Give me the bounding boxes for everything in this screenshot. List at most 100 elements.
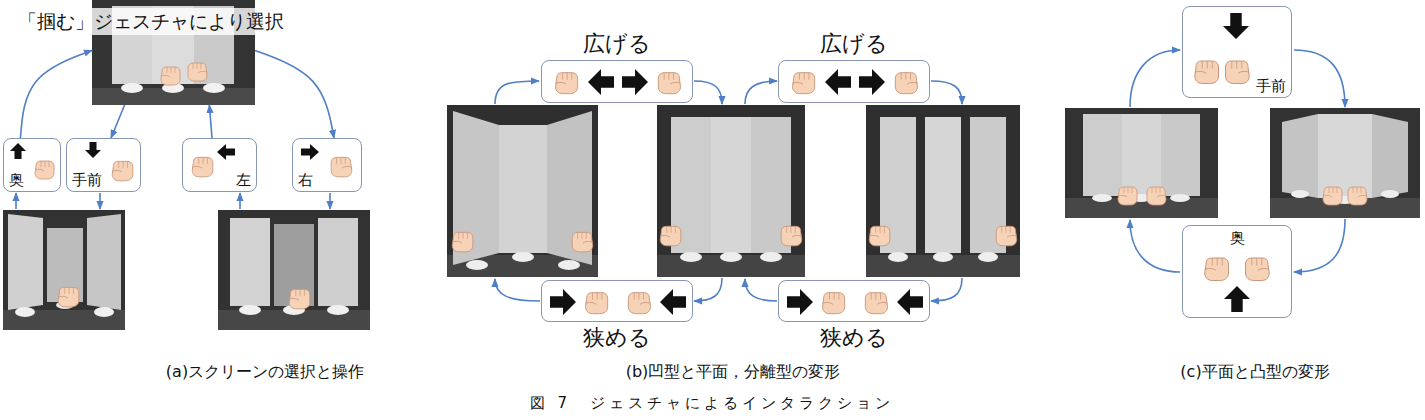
screen-photo bbox=[512, 252, 534, 262]
flow-arrow bbox=[745, 81, 777, 104]
gesture-icon bbox=[542, 61, 692, 102]
screen-photo bbox=[1065, 108, 1218, 218]
flow-arrow bbox=[745, 279, 777, 301]
gesture-box: 手前 bbox=[1182, 6, 1292, 98]
photo-label: 「掴む」ジェスチャにより選択 bbox=[12, 8, 290, 35]
fist-icon bbox=[658, 73, 680, 94]
screen-photo bbox=[499, 125, 547, 253]
screen-photo bbox=[869, 226, 890, 246]
screen-photo bbox=[1118, 187, 1137, 205]
screen-photo bbox=[1083, 114, 1122, 196]
flow-arrow bbox=[239, 193, 241, 209]
subfigure-caption: (a)スクリーンの選択と操作 bbox=[166, 362, 364, 381]
fist-icon bbox=[112, 161, 133, 181]
screen-photo bbox=[3, 210, 125, 330]
screen-photo bbox=[680, 252, 702, 262]
screen-photo bbox=[1065, 108, 1218, 218]
flow-arrow bbox=[694, 278, 722, 301]
screen-photo bbox=[866, 105, 1020, 277]
flow-arrow bbox=[694, 81, 722, 104]
fist-icon bbox=[628, 293, 650, 314]
screen-photo bbox=[1161, 114, 1200, 196]
gesture-label: 狭める bbox=[583, 325, 651, 351]
screen-photo bbox=[657, 105, 805, 277]
flow-arrow bbox=[495, 81, 962, 301]
screen-photo bbox=[978, 252, 998, 262]
screen-photo bbox=[1282, 114, 1318, 198]
screen-photo bbox=[188, 63, 207, 81]
flow-arrow bbox=[495, 279, 540, 301]
screen-photo bbox=[447, 105, 598, 277]
direction-arrow bbox=[622, 69, 648, 95]
screen-photo bbox=[1372, 114, 1408, 198]
flow-arrow bbox=[931, 81, 962, 104]
screen-photo bbox=[925, 117, 961, 253]
gesture-label: 奥 bbox=[9, 171, 24, 189]
screen-photo bbox=[996, 226, 1017, 245]
direction-arrow bbox=[10, 143, 26, 159]
screen-photo bbox=[121, 83, 143, 93]
fist-icon bbox=[192, 157, 213, 177]
gesture-icon bbox=[779, 281, 929, 321]
screen-photo bbox=[657, 105, 805, 277]
screen-photo bbox=[781, 226, 802, 245]
gesture-label: 手前 bbox=[1256, 77, 1286, 95]
flow-arrow bbox=[99, 193, 101, 209]
flow-arrow bbox=[1294, 219, 1345, 272]
fist-icon bbox=[793, 73, 815, 94]
flow-arrow bbox=[15, 193, 17, 209]
screen-photo bbox=[218, 210, 370, 330]
screen-photo bbox=[203, 83, 225, 93]
flow-connector bbox=[111, 105, 125, 138]
screen-photo bbox=[572, 232, 593, 251]
direction-arrow bbox=[1224, 286, 1250, 312]
screen-photo bbox=[888, 252, 908, 262]
fist-icon bbox=[1226, 61, 1250, 84]
screen-photo bbox=[1147, 187, 1166, 205]
direction-arrow bbox=[85, 142, 101, 158]
screen-photo bbox=[466, 260, 488, 270]
gesture-label: 右 bbox=[298, 171, 313, 189]
screen-photo bbox=[447, 105, 598, 277]
screen-photo bbox=[1270, 108, 1420, 218]
gesture-label: 左 bbox=[236, 171, 251, 189]
flow-connector bbox=[20, 50, 92, 138]
gesture-icon bbox=[542, 281, 692, 321]
screen-photo bbox=[1381, 190, 1399, 198]
direction-arrow bbox=[660, 289, 686, 315]
screen-photo bbox=[230, 218, 270, 306]
screen-photo bbox=[1318, 114, 1372, 198]
screen-photo bbox=[94, 307, 114, 317]
flow-arrow bbox=[495, 81, 539, 104]
direction-arrow bbox=[550, 289, 576, 315]
screen-photo bbox=[866, 105, 1020, 277]
fist-icon bbox=[556, 73, 578, 94]
fist-icon bbox=[331, 157, 352, 177]
fist-icon bbox=[35, 161, 54, 179]
screen-photo bbox=[1348, 187, 1367, 205]
subfigure-caption: (c)平面と凸型の変形 bbox=[1180, 362, 1329, 381]
gesture-label: 手前 bbox=[72, 171, 102, 189]
fist-icon bbox=[1195, 61, 1219, 84]
fist-icon bbox=[823, 293, 845, 314]
flow-connector bbox=[209, 105, 212, 138]
figure-caption: 図 7 ジェスチャによるインタラクション bbox=[530, 394, 894, 412]
gesture-box: 左 bbox=[182, 138, 257, 192]
gesture-box: 広げる bbox=[541, 60, 693, 103]
gesture-label: 広げる bbox=[583, 31, 651, 57]
gesture-box: 狭める bbox=[541, 280, 693, 322]
screen-photo bbox=[1170, 194, 1190, 202]
gesture-label: 狭める bbox=[820, 325, 888, 351]
fist-icon bbox=[1246, 258, 1270, 281]
gesture-box: 奥 bbox=[1182, 225, 1292, 318]
gesture-box: 奥 bbox=[3, 138, 61, 192]
flow-connector bbox=[255, 50, 334, 138]
fist-icon bbox=[586, 293, 608, 314]
screen-photo bbox=[239, 305, 261, 315]
screen-photo bbox=[87, 214, 121, 310]
screen-photo bbox=[453, 111, 499, 265]
screen-photo: 「掴む」ジェスチャにより選択 bbox=[92, 0, 255, 105]
screen-photo bbox=[720, 252, 742, 262]
flow-arrow bbox=[16, 193, 330, 209]
flow-arrow bbox=[1130, 50, 1345, 272]
